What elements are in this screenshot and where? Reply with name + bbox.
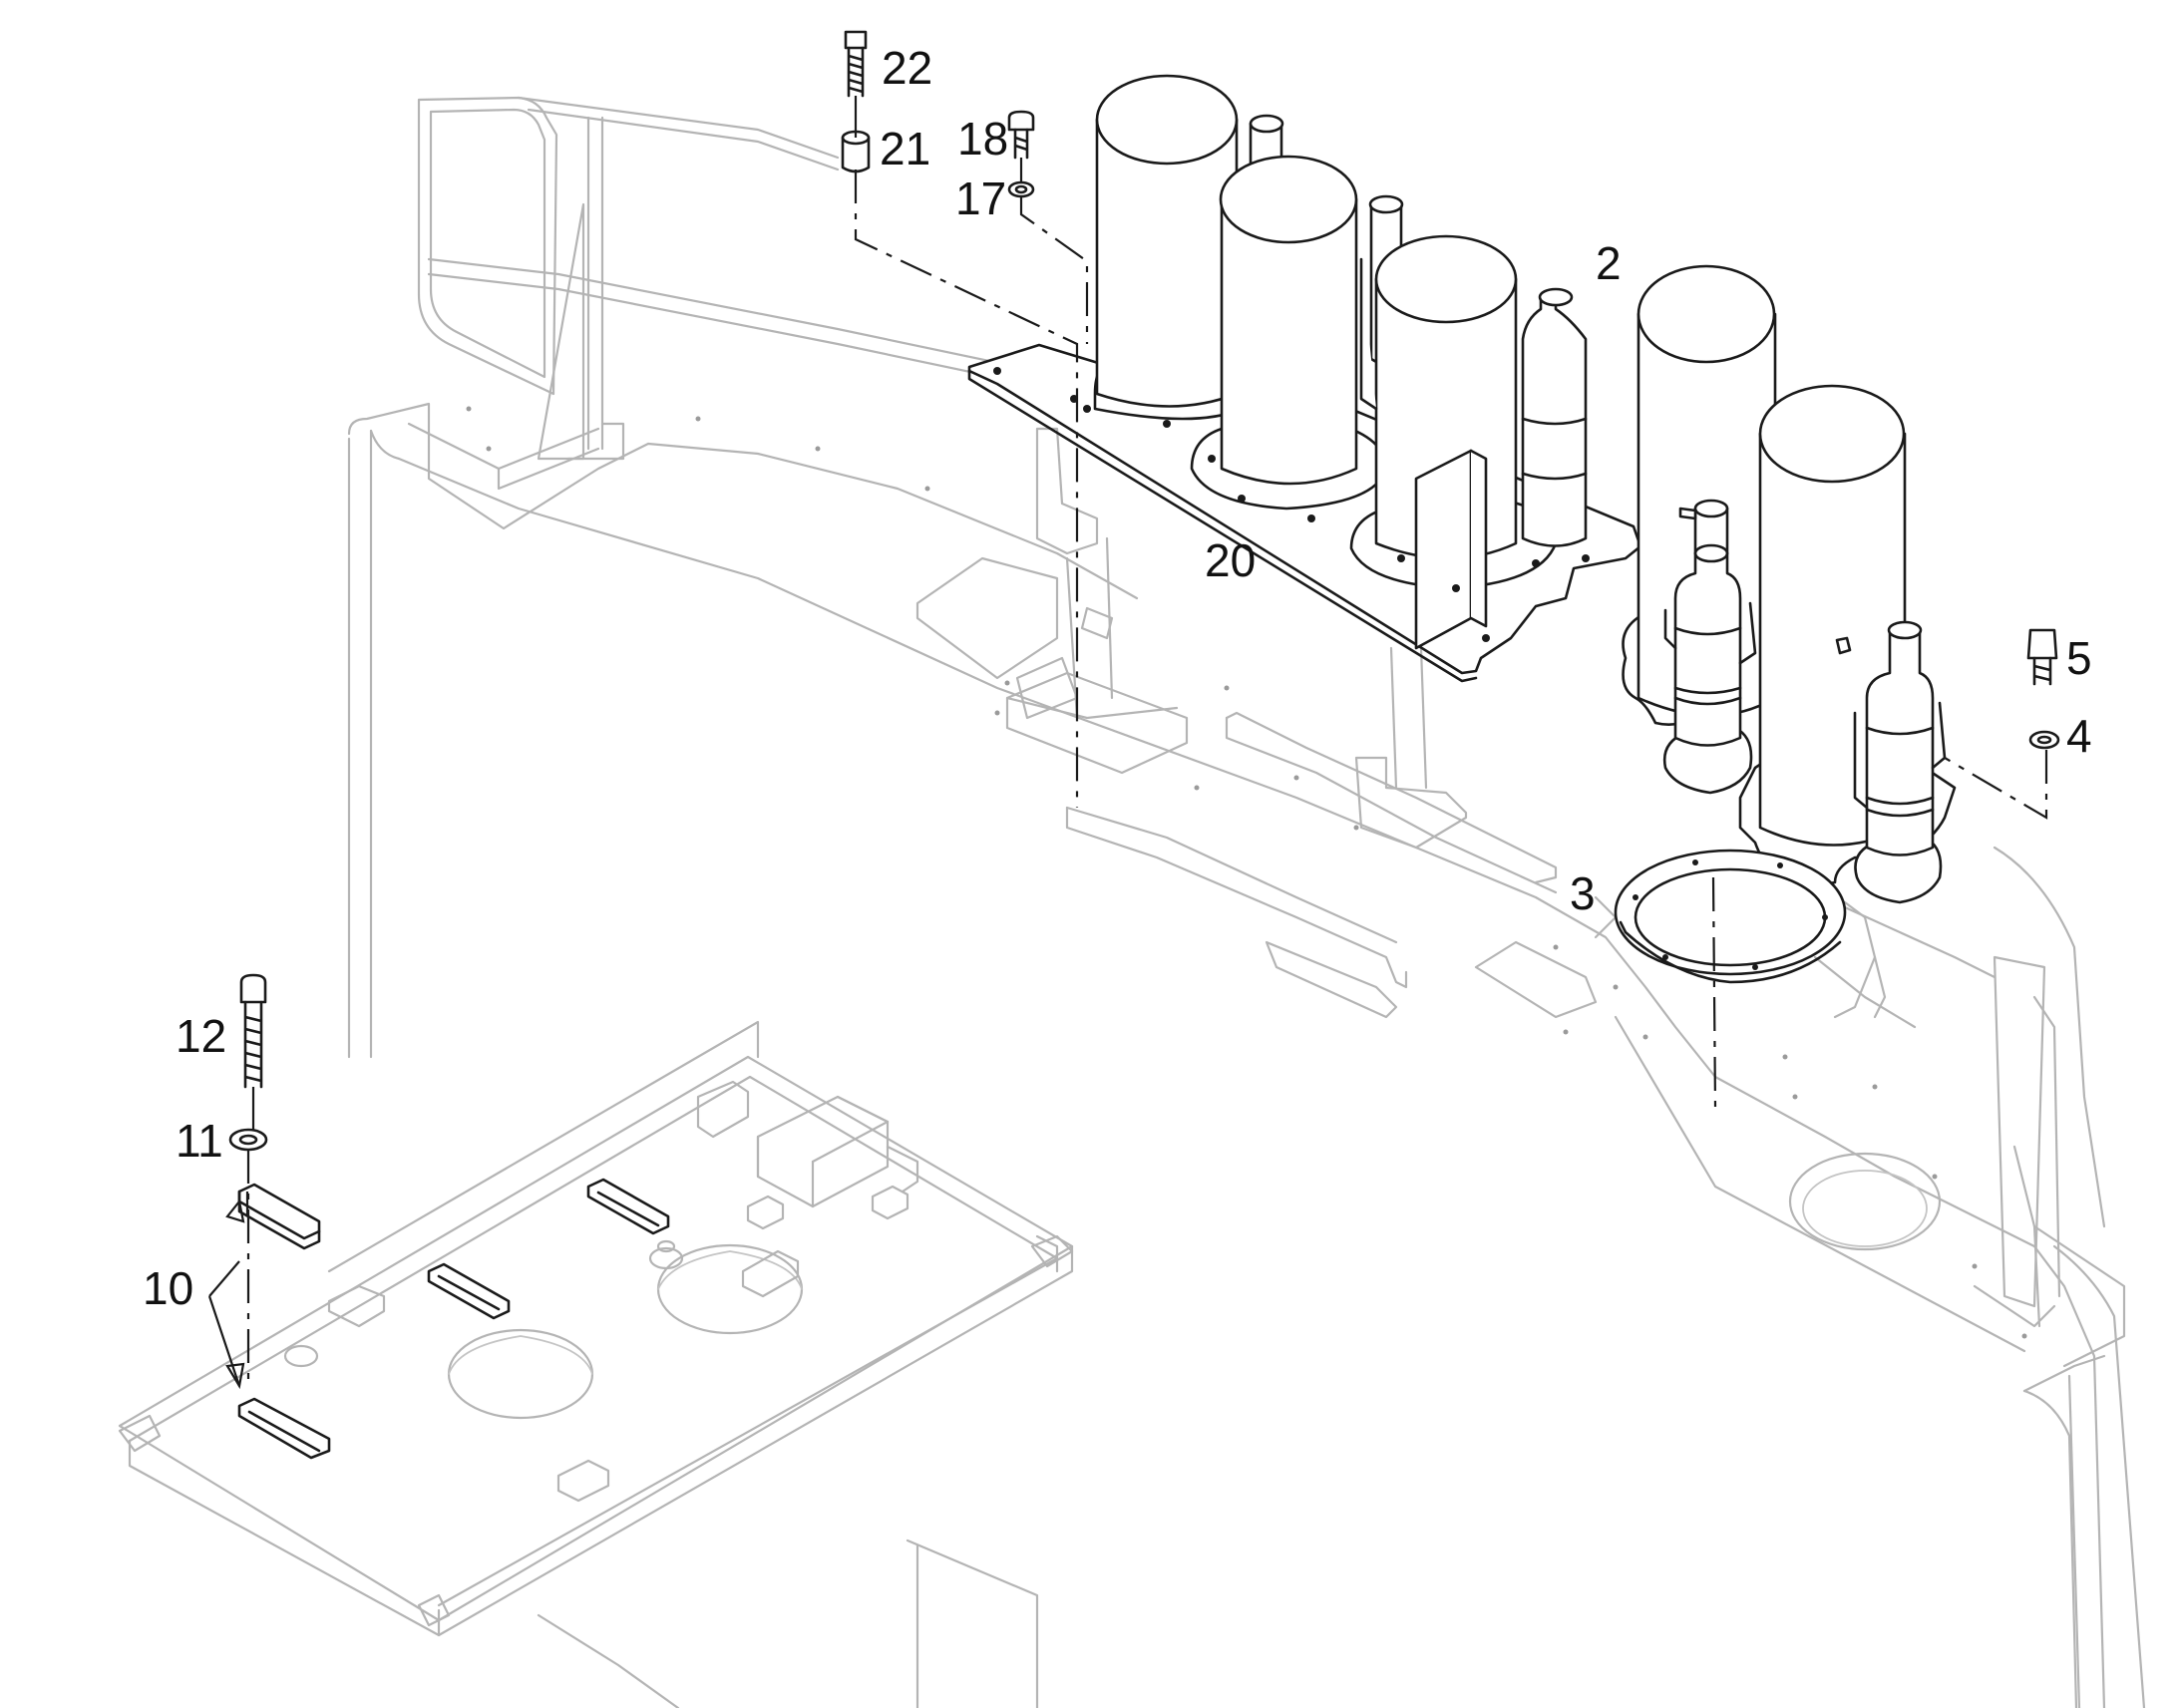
clip xyxy=(237,1183,321,1250)
callout-4: 4 xyxy=(2066,710,2092,762)
center-lines xyxy=(207,96,2048,1390)
callout-17: 17 xyxy=(955,172,1006,224)
washer xyxy=(228,1128,268,1152)
plate-holes xyxy=(993,367,1590,642)
callout-21: 21 xyxy=(880,123,930,174)
callout-3: 3 xyxy=(1570,867,1596,919)
compressor xyxy=(1349,234,1588,650)
gasket xyxy=(1614,849,1847,984)
compressor-pair xyxy=(1622,264,1957,904)
callout-2: 2 xyxy=(1596,237,1622,289)
bolt xyxy=(2026,628,2058,686)
callouts: 22 18 21 17 2 20 5 4 3 12 11 10 xyxy=(143,42,2092,1314)
screw xyxy=(1007,110,1035,160)
compressor xyxy=(1093,74,1284,421)
clips xyxy=(237,1178,670,1460)
callout-5: 5 xyxy=(2066,632,2092,684)
machine-frame xyxy=(347,96,2146,1708)
base-plate xyxy=(118,1020,1074,1637)
washer xyxy=(1007,180,1035,198)
bolt xyxy=(844,30,868,98)
compressor xyxy=(1190,155,1404,511)
washer xyxy=(2028,730,2060,750)
screw xyxy=(239,973,267,1089)
callout-11: 11 xyxy=(176,1115,223,1167)
callout-22: 22 xyxy=(882,42,932,94)
callout-18: 18 xyxy=(957,113,1008,165)
callout-10: 10 xyxy=(143,1262,193,1314)
callout-20: 20 xyxy=(1205,534,1256,586)
callout-12: 12 xyxy=(176,1010,226,1062)
